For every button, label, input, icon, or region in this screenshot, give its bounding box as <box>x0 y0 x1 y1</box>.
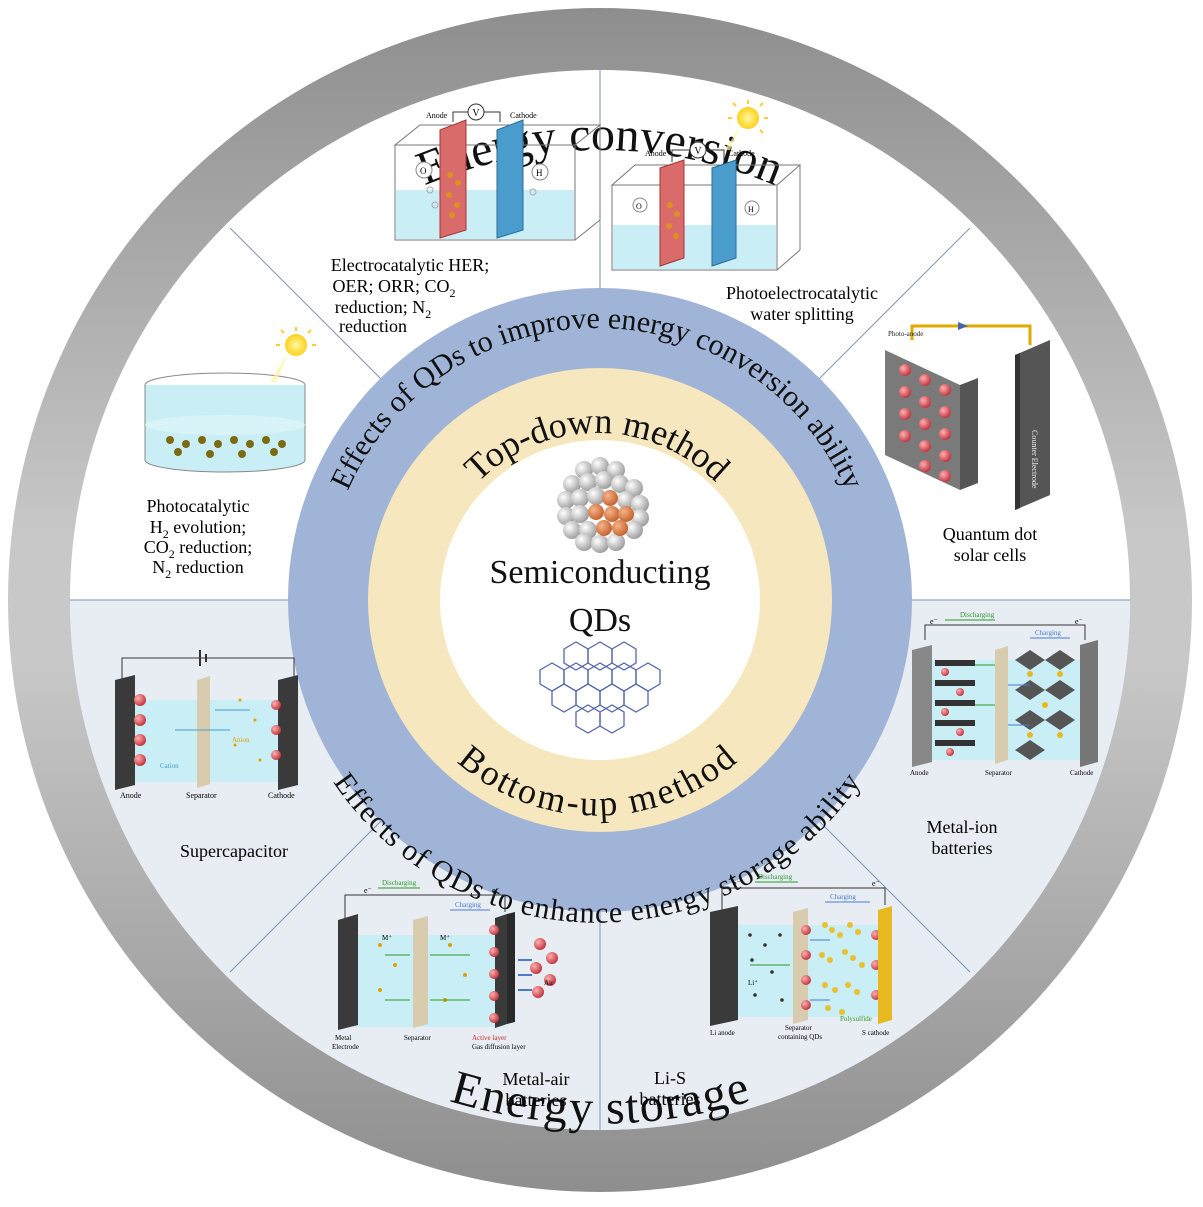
svg-text:Separator: Separator <box>785 1024 812 1032</box>
svg-text:containing QDs: containing QDs <box>778 1033 822 1041</box>
center-title-line1: Semiconducting <box>490 554 711 591</box>
ma-caption-line2: batteries <box>506 1090 567 1110</box>
svg-text:Separator: Separator <box>985 769 1012 777</box>
svg-text:Charging: Charging <box>455 901 481 909</box>
ec-anode-label: Anode <box>426 111 448 120</box>
qdsc-photoanode-label: Photo-anode <box>888 330 923 338</box>
center-core <box>440 440 760 760</box>
svg-text:Discharging: Discharging <box>758 873 793 881</box>
lis-caption-line2: batteries <box>640 1089 701 1109</box>
svg-text:Charging: Charging <box>830 893 856 901</box>
panel-supercapacitor: Anion Cation Anode Separator Cathode Sup… <box>115 650 298 861</box>
pc-caption-line4: N2 reduction <box>152 557 243 581</box>
svg-text:e⁻: e⁻ <box>492 886 500 895</box>
svg-text:M⁺: M⁺ <box>440 934 450 942</box>
svg-text:Electrode: Electrode <box>332 1043 359 1051</box>
sc-cathode-label: Cathode <box>268 791 295 800</box>
svg-text:Cathode: Cathode <box>1070 769 1093 777</box>
svg-text:e⁻: e⁻ <box>1075 617 1083 626</box>
sector-dividers <box>70 70 1130 1130</box>
svg-text:Air: Air <box>544 979 554 987</box>
qdsc-caption-line1: Quantum dot <box>943 524 1038 544</box>
svg-text:H: H <box>748 205 754 214</box>
ec-caption-line4: reduction <box>339 316 407 336</box>
pc-caption-line3: CO2 reduction; <box>144 537 253 561</box>
svg-text:Discharging: Discharging <box>960 611 995 619</box>
sc-anode-label: Anode <box>120 791 142 800</box>
svg-text:Li anode: Li anode <box>710 1029 735 1037</box>
sc-separator-label: Separator <box>186 791 217 800</box>
svg-text:H: H <box>536 168 543 178</box>
lis-caption-line1: Li-S <box>654 1068 686 1088</box>
pec-caption-line2: water splitting <box>750 304 853 324</box>
svg-text:Cation: Cation <box>160 762 179 770</box>
ec-caption-line2: OER; ORR; CO2 <box>332 276 455 300</box>
svg-text:Cathode: Cathode <box>728 149 755 158</box>
svg-text:O: O <box>636 202 642 211</box>
qdsc-counter-label: Counter Electrode <box>1030 430 1039 489</box>
svg-text:Separator: Separator <box>404 1034 431 1042</box>
svg-text:V: V <box>694 146 702 157</box>
sun-icon <box>270 327 316 382</box>
sun-icon <box>725 100 768 150</box>
svg-text:Anode: Anode <box>910 769 929 777</box>
sc-caption: Supercapacitor <box>180 841 288 861</box>
svg-text:S cathode: S cathode <box>862 1029 889 1037</box>
graphene-qd-icon <box>539 641 661 734</box>
svg-text:Metal: Metal <box>335 1034 351 1042</box>
qd-nanoparticle-icon <box>557 457 649 553</box>
pc-caption-line2: H2 evolution; <box>150 517 247 541</box>
panel-metal-air: e⁻ Discharging Charging e⁻ Air M⁺ M⁺ Met… <box>332 879 569 1110</box>
svg-text:e⁻: e⁻ <box>733 879 741 888</box>
mi-caption-line1: Metal-ion <box>927 817 998 837</box>
svg-text:Gas diffusion layer: Gas diffusion layer <box>472 1043 526 1051</box>
panel-lis: e⁻ Discharging Charging e⁻ Li⁺ Polysulfi… <box>640 873 892 1109</box>
svg-text:Discharging: Discharging <box>382 879 417 887</box>
pec-caption-line1: Photoelectrocatalytic <box>726 283 878 303</box>
svg-text:e⁻: e⁻ <box>872 879 880 888</box>
svg-text:V: V <box>472 108 480 119</box>
ma-caption-line1: Metal-air <box>503 1069 570 1089</box>
panel-metal-ion: Discharging Charging e⁻ e⁻ Anode Separat… <box>910 611 1098 858</box>
panel-photoelectrocatalytic: V Anode Cathode O H Photoelectrocatalyti… <box>610 100 878 324</box>
ec-cathode-label: Cathode <box>510 111 537 120</box>
svg-text:Li⁺: Li⁺ <box>748 979 758 987</box>
mi-caption-line2: batteries <box>932 838 993 858</box>
svg-text:e⁻: e⁻ <box>930 617 938 626</box>
svg-text:M⁺: M⁺ <box>382 934 392 942</box>
svg-text:Charging: Charging <box>1035 629 1061 637</box>
panel-electrocatalytic: V Anode Cathode O H Electrocatalytic HER… <box>331 103 602 336</box>
panel-photocatalytic: Photocatalytic H2 evolution; CO2 reducti… <box>144 327 316 581</box>
center-title-line2: QDs <box>569 602 631 639</box>
panel-qdsc: Photo-anode Counter Electrode Quantum do… <box>885 322 1050 565</box>
svg-text:Polysulfide: Polysulfide <box>840 1015 872 1023</box>
svg-text:e⁻: e⁻ <box>364 886 372 895</box>
ec-caption-line3: reduction; N2 <box>335 297 431 321</box>
svg-text:O: O <box>420 166 427 176</box>
svg-text:Anode: Anode <box>645 149 667 158</box>
qdsc-caption-line2: solar cells <box>954 545 1026 565</box>
ec-caption-line1: Electrocatalytic HER; <box>331 255 489 275</box>
svg-text:Anion: Anion <box>232 736 250 744</box>
pc-caption-line1: Photocatalytic <box>147 496 250 516</box>
svg-text:Active layer: Active layer <box>472 1034 507 1042</box>
